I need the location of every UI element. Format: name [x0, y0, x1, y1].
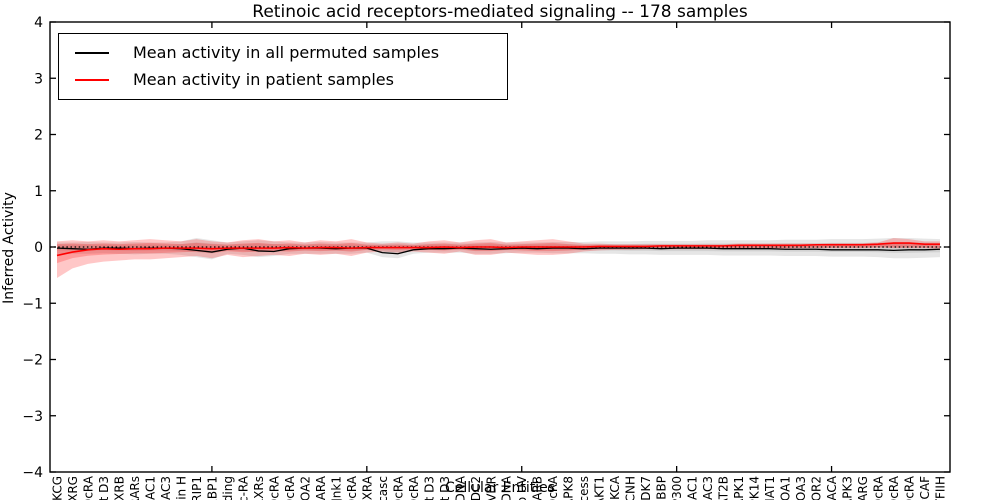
legend-label-permuted: Mean activity in all permuted samples [133, 43, 440, 62]
x-category-label: negative regulation of phosphoinositide … [376, 476, 390, 500]
x-category-label: RARG [856, 476, 870, 500]
y-tick-label: −1 [22, 296, 43, 312]
x-category-label: RBP1 [205, 476, 219, 500]
x-category-label: CDK7 [639, 476, 653, 500]
x-category-label: PRKCG [51, 476, 65, 500]
x-category-label: mol:9cRA [407, 475, 421, 500]
patient-line-swatch [75, 78, 109, 81]
x-category-label: VDR/VDR/Vit D3 [438, 476, 452, 500]
x-category-label: RARB [531, 476, 545, 500]
x-category-label: VDR [484, 476, 498, 500]
legend-label-patient: Mean activity in patient samples [133, 70, 394, 89]
x-axis-title: Cellular Entities [444, 480, 556, 496]
chart-title: Retinoic acid receptors-mediated signali… [252, 2, 748, 22]
y-tick-label: 2 [34, 128, 43, 144]
x-category-label: HDAC1 [686, 476, 700, 500]
x-category-label: MAPK3 [841, 476, 855, 500]
x-category-label: CCNH [624, 476, 638, 500]
y-tick-label: 4 [34, 15, 43, 31]
legend: Mean activity in all permuted samples Me… [58, 33, 508, 100]
x-category-label: CRBP1/9-cic-RA [236, 475, 250, 500]
x-category-label: KAT2B [717, 476, 731, 500]
permuted-line-swatch [75, 51, 109, 54]
x-category-label: RXRs/RARs/NRIP1/9cRA [267, 475, 281, 500]
x-category-label: EP300 [670, 476, 684, 500]
x-category-label: TFIIH [934, 476, 948, 500]
y-axis-title: Inferred Activity [1, 192, 17, 304]
x-category-label: MNAT1 [763, 476, 777, 500]
x-category-label: RXRs/RXRs/DNA/9cRA [81, 475, 95, 500]
x-category-label: RAR alpha/9cRA/Cyclin H [174, 476, 188, 500]
x-category-label: MAPK14 [748, 476, 762, 500]
y-tick-label: −4 [22, 465, 43, 481]
x-category-label: proteasomal ubiquitin-dependent protein … [577, 476, 591, 500]
x-category-label: NCOA3 [794, 476, 808, 500]
x-category-label: CREBBP [655, 476, 669, 500]
x-category-label: RARs/TIF2/Cbp/p300/PCAF/9cRA [546, 475, 560, 500]
x-category-label: MAPK8 [562, 476, 576, 500]
x-category-label: AKT1 [593, 476, 607, 500]
x-category-label: RXRs/RARs/NRIP1/9cRA/HDAC3 [159, 476, 173, 500]
permuted-mean-line [56, 247, 941, 255]
x-category-label: NCOR2 [810, 476, 824, 500]
x-category-label: mol:Vit D3 [422, 476, 436, 500]
y-tick-label: 3 [34, 71, 43, 87]
x-category-label: RAR alpha/Jnk1 [329, 476, 343, 500]
x-category-label: positive regulation of DNA binding [221, 476, 235, 500]
x-category-label: RXRA [360, 475, 374, 500]
x-category-label: PRKCA [608, 475, 622, 500]
x-category-label: RARs/Src-1/Cbp/p300/PCAF/9cRA [887, 475, 901, 500]
x-category-label: RXRB [112, 476, 126, 500]
x-category-label: RARA [314, 475, 328, 500]
x-category-label: RXRG [66, 476, 80, 500]
legend-entry-patient: Mean activity in patient samples [59, 66, 507, 93]
x-category-label: PRKACA [825, 475, 839, 500]
x-category-label: CDC2 [469, 476, 483, 500]
x-category-label: MAPK1 [732, 476, 746, 500]
y-tick-label: 0 [34, 240, 43, 256]
x-category-label: VDR/VDR/DNA [500, 475, 514, 500]
y-tick-label: −2 [22, 353, 43, 369]
x-category-label: RAR gamma1/9cRA [872, 475, 886, 500]
patient-mean-line [56, 242, 940, 257]
x-category-label: RAR alpha/9cRA [283, 475, 297, 500]
x-category-label: Cbp/p300/PCAF [918, 476, 932, 500]
x-category-label: RXRs/RARs [128, 476, 142, 500]
x-category-label: RARs/AIB1/Cbp/p300/PCAF/9cRA [903, 475, 917, 500]
x-category-label: RXRs/RARs/SMRT(N-CoR2)/9cRA [345, 475, 359, 500]
y-tick-label: −3 [22, 409, 43, 425]
x-category-label: RXRs/VDR/DNA/Vit D3 [97, 476, 111, 500]
x-category-label: NRIP1 [190, 476, 204, 500]
x-category-label: VDR/Vit D3/DNA [453, 475, 467, 500]
x-category-label: RAR gamma2/9cRA [391, 475, 405, 500]
legend-entry-permuted: Mean activity in all permuted samples [59, 39, 507, 66]
x-category-label: NCOA1 [779, 476, 793, 500]
y-tick-label: 1 [34, 184, 43, 200]
x-category-label: NCOA2 [298, 476, 312, 500]
x-category-label: HDAC3 [701, 476, 715, 500]
x-category-label: RAR alpha/RXRs [252, 476, 266, 500]
x-category-label: RXRs/RARs/NRIP1/9cRA/HDAC1 [143, 476, 157, 500]
x-category-label: response to UV [515, 475, 529, 500]
